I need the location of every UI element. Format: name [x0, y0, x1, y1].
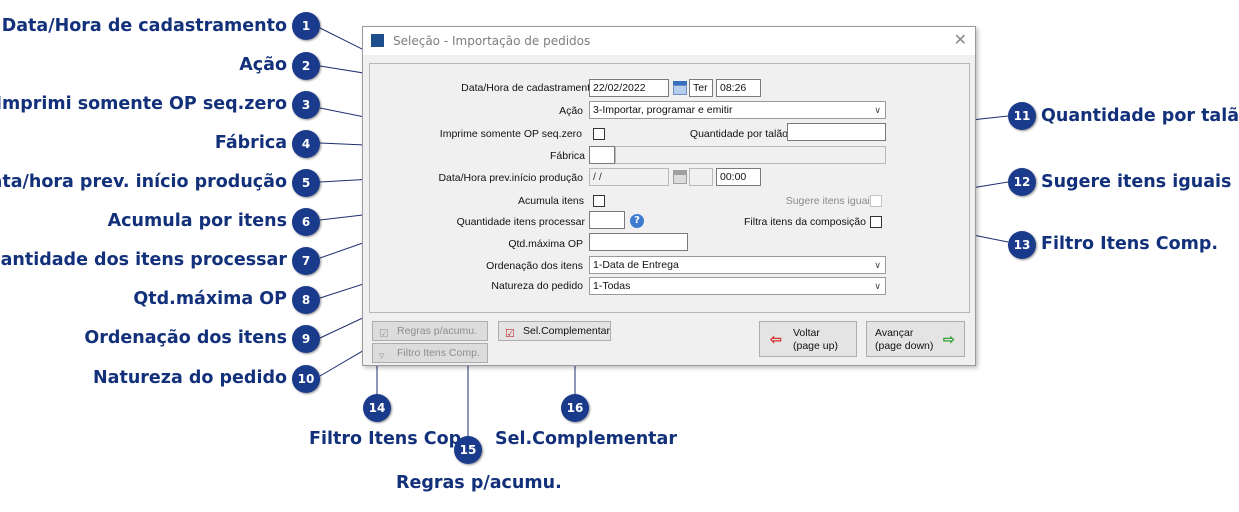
arrow-right-icon: ⇨ [943, 331, 955, 347]
label-natureza-pedido: Natureza do pedido [491, 280, 583, 292]
avancar-shortcut-label: (page down) [875, 340, 934, 352]
callout-label-7: Quantidade dos itens processar [0, 250, 287, 270]
weekday-field: Ter [689, 79, 713, 97]
callout-badge-6: 6 [292, 208, 320, 236]
fabrica-code-input[interactable] [589, 146, 615, 164]
app-icon [371, 34, 384, 47]
window-title: Seleção - Importação de pedidos [393, 34, 591, 48]
filtro-itens-comp-button[interactable]: ▿ Filtro Itens Comp. [372, 343, 488, 363]
callout-label-16: Sel.Complementar [495, 429, 677, 449]
voltar-label: Voltar [793, 327, 820, 339]
callout-badge-14: 14 [363, 394, 391, 422]
callout-label-3: Imprimi somente OP seq.zero [0, 94, 287, 114]
callout-badge-1: 1 [292, 12, 320, 40]
arrow-left-icon: ⇦ [770, 331, 782, 347]
sel-complementar-label: Sel.Complementar [523, 325, 610, 337]
chevron-down-icon: ∨ [874, 105, 881, 115]
ordenacao-select[interactable]: 1-Data de Entrega ∨ [589, 256, 886, 274]
callout-label-15: Regras p/acumu. [396, 473, 562, 493]
label-qtd-por-talao: Quantidade por talão [689, 128, 788, 140]
callout-label-6: Acumula por itens [107, 211, 287, 231]
sel-complementar-button[interactable]: ☑ Sel.Complementar [498, 321, 611, 341]
qtd-maxima-op-input[interactable] [589, 233, 688, 251]
callout-label-2: Ação [239, 55, 287, 75]
callout-badge-15: 15 [454, 436, 482, 464]
label-prev-inicio: Data/Hora prev.início produção [438, 172, 583, 184]
acao-select[interactable]: 3-Importar, programar e emitir ∨ [589, 101, 886, 119]
selection-dialog: Seleção - Importação de pedidos ✕ Data/H… [362, 26, 976, 366]
callout-label-14: Filtro Itens Cop. [309, 429, 468, 449]
callout-badge-5: 5 [292, 169, 320, 197]
help-icon[interactable]: ? [630, 214, 644, 228]
callout-badge-9: 9 [292, 325, 320, 353]
voltar-button[interactable]: ⇦ Voltar (page up) [759, 321, 857, 357]
callout-badge-16: 16 [561, 394, 589, 422]
ordenacao-select-value: 1-Data de Entrega [593, 259, 679, 271]
qtd-itens-processar-input[interactable] [589, 211, 625, 229]
data-cadastro-input[interactable]: 22/02/2022 [589, 79, 669, 97]
callout-label-13: Filtro Itens Comp. [1041, 234, 1219, 254]
callout-badge-8: 8 [292, 286, 320, 314]
title-bar[interactable]: Seleção - Importação de pedidos ✕ [363, 27, 975, 55]
label-filtra-itens-composicao: Filtra itens da composição [744, 216, 866, 228]
label-fabrica: Fábrica [549, 150, 585, 162]
callout-label-11: Quantidade por talão [1041, 106, 1239, 126]
callout-label-12: Sugere itens iguais [1041, 172, 1232, 192]
checklist-icon: ☑ [379, 328, 389, 340]
callout-label-8: Qtd.máxima OP [133, 289, 287, 309]
form-panel: Data/Hora de cadastramento 22/02/2022 Te… [369, 63, 970, 313]
label-sugere-itens-iguais: Sugere itens iguais [785, 195, 875, 207]
chevron-down-icon: ∨ [874, 281, 881, 291]
label-qtd-itens-processar: Quantidade itens processar [456, 216, 585, 228]
callout-badge-11: 11 [1008, 102, 1036, 130]
callout-label-1: Data/Hora de cadastramento [1, 16, 287, 36]
natureza-select-value: 1-Todas [593, 280, 631, 292]
sugere-itens-iguais-checkbox[interactable] [870, 195, 882, 207]
close-icon[interactable]: ✕ [953, 30, 967, 49]
regras-acumu-button[interactable]: ☑ Regras p/acumu. [372, 321, 488, 341]
callout-label-9: Ordenação dos itens [84, 328, 287, 348]
prev-inicio-date-input[interactable]: / / [589, 168, 669, 186]
callout-badge-10: 10 [292, 365, 320, 393]
chevron-down-icon: ∨ [874, 260, 881, 270]
label-data-hora-cadastro: Data/Hora de cadastramento [461, 82, 596, 94]
calendar-icon[interactable] [673, 81, 687, 95]
avancar-button[interactable]: Avançar (page down) ⇨ [866, 321, 965, 357]
acao-select-value: 3-Importar, programar e emitir [593, 104, 733, 116]
callout-badge-4: 4 [292, 130, 320, 158]
label-ordenacao-itens: Ordenação dos itens [486, 260, 583, 272]
imprime-seq-zero-checkbox[interactable] [593, 128, 605, 140]
acumula-itens-checkbox[interactable] [593, 195, 605, 207]
callout-badge-13: 13 [1008, 231, 1036, 259]
callout-label-5: Data/hora prev. início produção [0, 172, 287, 192]
filtra-itens-composicao-checkbox[interactable] [870, 216, 882, 228]
callout-label-4: Fábrica [214, 133, 287, 153]
prev-inicio-time-input[interactable]: 00:00 [716, 168, 761, 186]
voltar-shortcut-label: (page up) [793, 340, 838, 352]
avancar-label: Avançar [875, 327, 914, 339]
calendar-icon-disabled[interactable] [673, 170, 687, 184]
label-acao: Ação [559, 105, 583, 117]
callout-label-10: Natureza do pedido [93, 368, 287, 388]
callout-badge-2: 2 [292, 52, 320, 80]
prev-weekday-field [689, 168, 713, 186]
fabrica-name-field [615, 146, 886, 164]
label-acumula-itens: Acumula itens [518, 195, 584, 207]
hora-cadastro-input[interactable]: 08:26 [716, 79, 761, 97]
callout-badge-12: 12 [1008, 168, 1036, 196]
filtro-itens-comp-label: Filtro Itens Comp. [397, 347, 480, 359]
callout-badge-7: 7 [292, 247, 320, 275]
label-qtd-maxima-op: Qtd.máxima OP [508, 238, 583, 250]
callout-badge-3: 3 [292, 91, 320, 119]
regras-acumu-label: Regras p/acumu. [397, 325, 477, 337]
filter-icon: ▿ [379, 350, 385, 362]
label-imprime-seq-zero: Imprime somente OP seq.zero [439, 128, 582, 140]
natureza-select[interactable]: 1-Todas ∨ [589, 277, 886, 295]
checklist-icon: ☑ [505, 328, 515, 340]
qtd-por-talao-input[interactable] [787, 123, 886, 141]
